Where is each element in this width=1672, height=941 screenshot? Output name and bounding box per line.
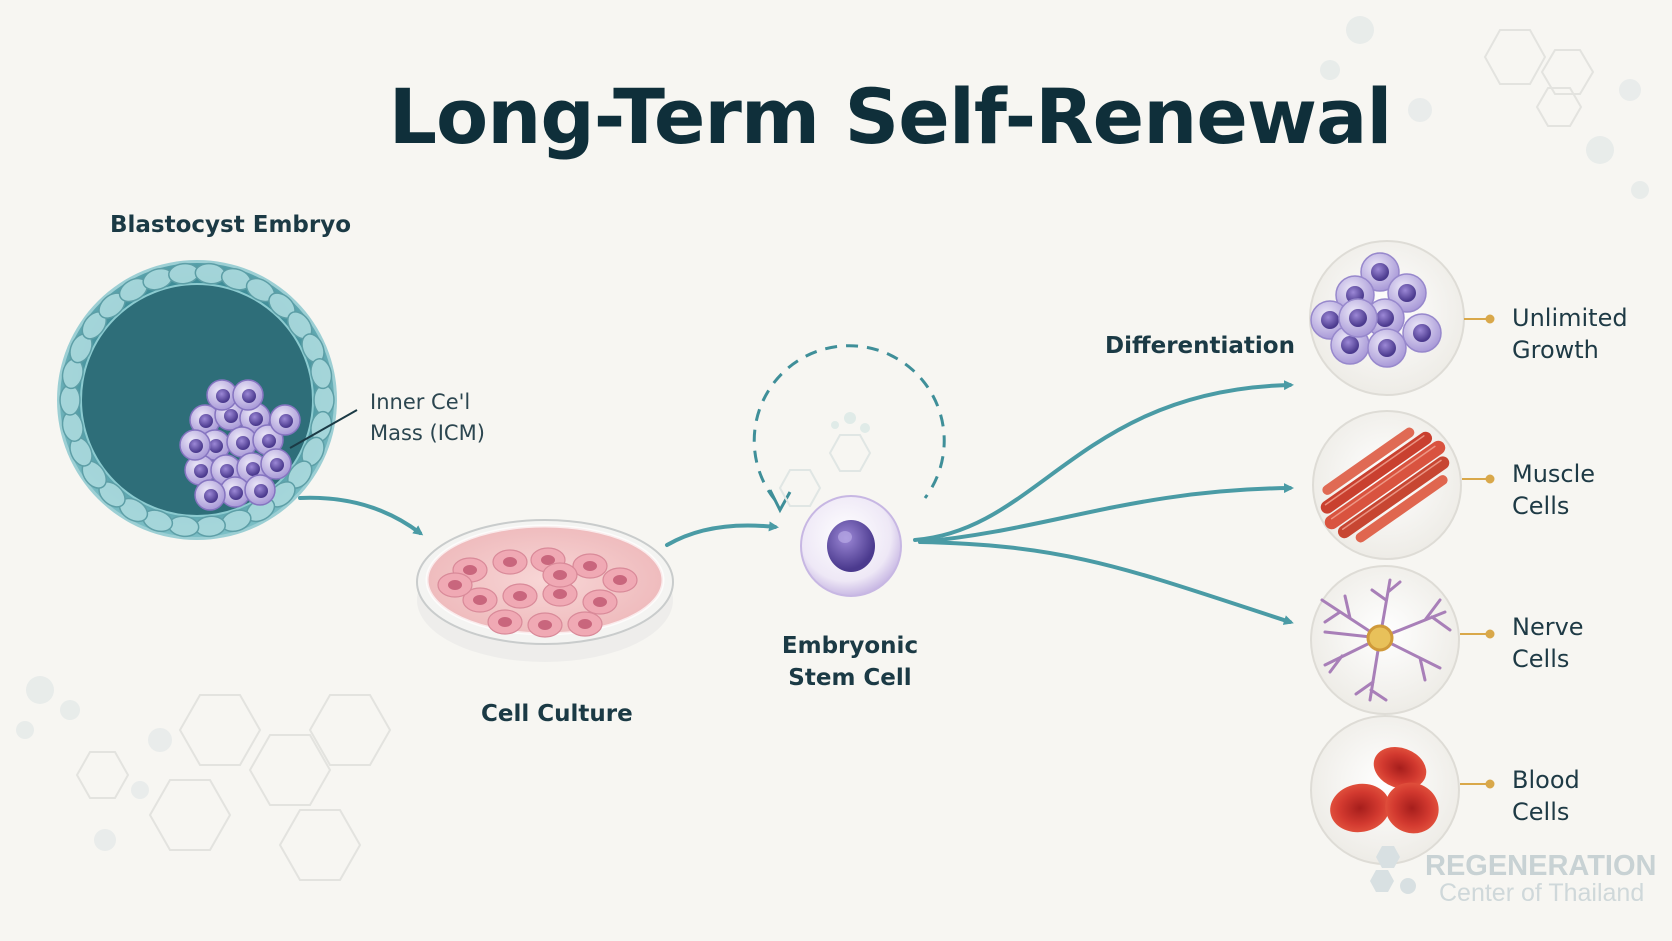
trophoblast-cell: [59, 384, 81, 416]
watermark: REGENERATION Center of Thailand: [1425, 850, 1656, 908]
icm-cell-nucleus: [189, 439, 203, 453]
stem-label-line1: Embryonic: [781, 633, 919, 659]
icm-cell-nucleus: [270, 458, 284, 472]
icm-cell-nucleus: [204, 489, 218, 503]
icm-label-line1: Inner Ce'l: [370, 390, 471, 414]
red-blood-cell-icon: [1330, 747, 1439, 834]
icm-cell-nucleus: [224, 409, 238, 423]
stem-cell-nucleus: [1378, 339, 1396, 357]
cultured-cell-nucleus: [541, 555, 555, 565]
stem-label-line2: Stem Cell: [788, 665, 912, 691]
arrow-to-unlimited-growth: [913, 380, 1294, 542]
stem-cell-nucleus: [1376, 309, 1394, 327]
differentiation-label: Differentiation: [1105, 333, 1295, 359]
arrow-blastocyst-to-culture: [298, 495, 424, 536]
icm-cell-nucleus: [279, 414, 293, 428]
watermark-logo-mark: [1370, 846, 1416, 894]
cultured-cells: [437, 547, 638, 638]
icm-cell-nucleus: [216, 389, 230, 403]
blastocyst-label: Blastocyst Embryo: [110, 212, 352, 238]
muscle-fiber-icon: [1320, 427, 1450, 543]
outcome-nerve-cells: [1310, 565, 1460, 715]
stem-cell-nucleus: [1321, 311, 1339, 329]
cultured-cell-nucleus: [503, 557, 517, 567]
neuron-icon: [1320, 578, 1452, 702]
icm-label-line2: Mass (ICM): [370, 421, 485, 445]
blastocyst-embryo-illustration: [57, 260, 358, 540]
stem-cell-label: Embryonic Stem Cell: [750, 630, 950, 694]
muscle-cells-label: Muscle Cells: [1512, 460, 1596, 520]
stem-cell-nucleus: [1398, 284, 1416, 302]
icm-cell-nucleus: [242, 389, 256, 403]
icm-cell-nucleus: [209, 439, 223, 453]
cultured-cell-nucleus: [463, 565, 477, 575]
embryonic-stem-cell-illustration: [752, 344, 946, 597]
stem-cell-nucleus: [1371, 263, 1389, 281]
cultured-cell-nucleus: [513, 591, 527, 601]
arrow-to-nerve-cells: [918, 540, 1294, 625]
stem-cell-cluster-icon: [1310, 252, 1442, 368]
stem-cell-nucleus: [1341, 336, 1359, 354]
icm-cell-nucleus: [249, 412, 263, 426]
outcome-blood-cells: [1310, 715, 1460, 865]
icm-cell-nucleus: [199, 414, 213, 428]
inner-cell-mass-label: Inner Ce'l Mass (ICM): [370, 387, 510, 449]
nerve-cells-label: Nerve Cells: [1512, 613, 1584, 673]
arrow-to-muscle-cells: [918, 483, 1294, 544]
icm-cell-nucleus: [229, 486, 243, 500]
unlimited-growth-label: Unlimited Growth: [1512, 304, 1628, 364]
cultured-cell-nucleus: [553, 589, 567, 599]
cultured-cell-nucleus: [473, 595, 487, 605]
petri-dish-illustration: [416, 519, 674, 662]
icm-cell-nucleus: [246, 462, 260, 476]
cultured-cell-nucleus: [538, 620, 552, 630]
page-title: Long-Term Self-Renewal: [388, 72, 1393, 161]
cultured-cell-nucleus: [583, 561, 597, 571]
icm-cell-nucleus: [194, 464, 208, 478]
watermark-line1: REGENERATION: [1425, 850, 1657, 882]
cultured-cell-nucleus: [553, 570, 567, 580]
cultured-cell-nucleus: [578, 619, 592, 629]
cultured-cell-nucleus: [448, 580, 462, 590]
icm-cell-nucleus: [262, 434, 276, 448]
cultured-cell-nucleus: [593, 597, 607, 607]
outcome-muscle-cells: [1312, 410, 1462, 560]
arrow-culture-to-stem-cell: [665, 521, 779, 547]
icm-cell-nucleus: [220, 464, 234, 478]
icm-cell-nucleus: [236, 436, 250, 450]
background-dot-decoration: [16, 16, 1649, 851]
hexagon-background-decoration: [75, 29, 1595, 881]
stem-cell-nucleus: [1413, 324, 1431, 342]
cultured-cell-nucleus: [498, 617, 512, 627]
outcome-connectors: [1460, 314, 1495, 789]
cultured-cell-nucleus: [613, 575, 627, 585]
outcome-unlimited-growth: [1309, 240, 1465, 396]
trophoblast-cells: [59, 262, 335, 538]
trophoblast-cell: [313, 384, 335, 416]
process-arrows: [298, 380, 1294, 625]
blood-cells-label: Blood Cells: [1512, 766, 1580, 826]
stem-cell-nucleus: [1349, 309, 1367, 327]
icm-cell-nucleus: [254, 484, 268, 498]
cell-culture-label: Cell Culture: [481, 701, 633, 727]
trophoblast-cell: [310, 358, 333, 390]
inner-cell-mass: [179, 379, 301, 511]
watermark-line2: Center of Thailand: [1439, 879, 1645, 907]
